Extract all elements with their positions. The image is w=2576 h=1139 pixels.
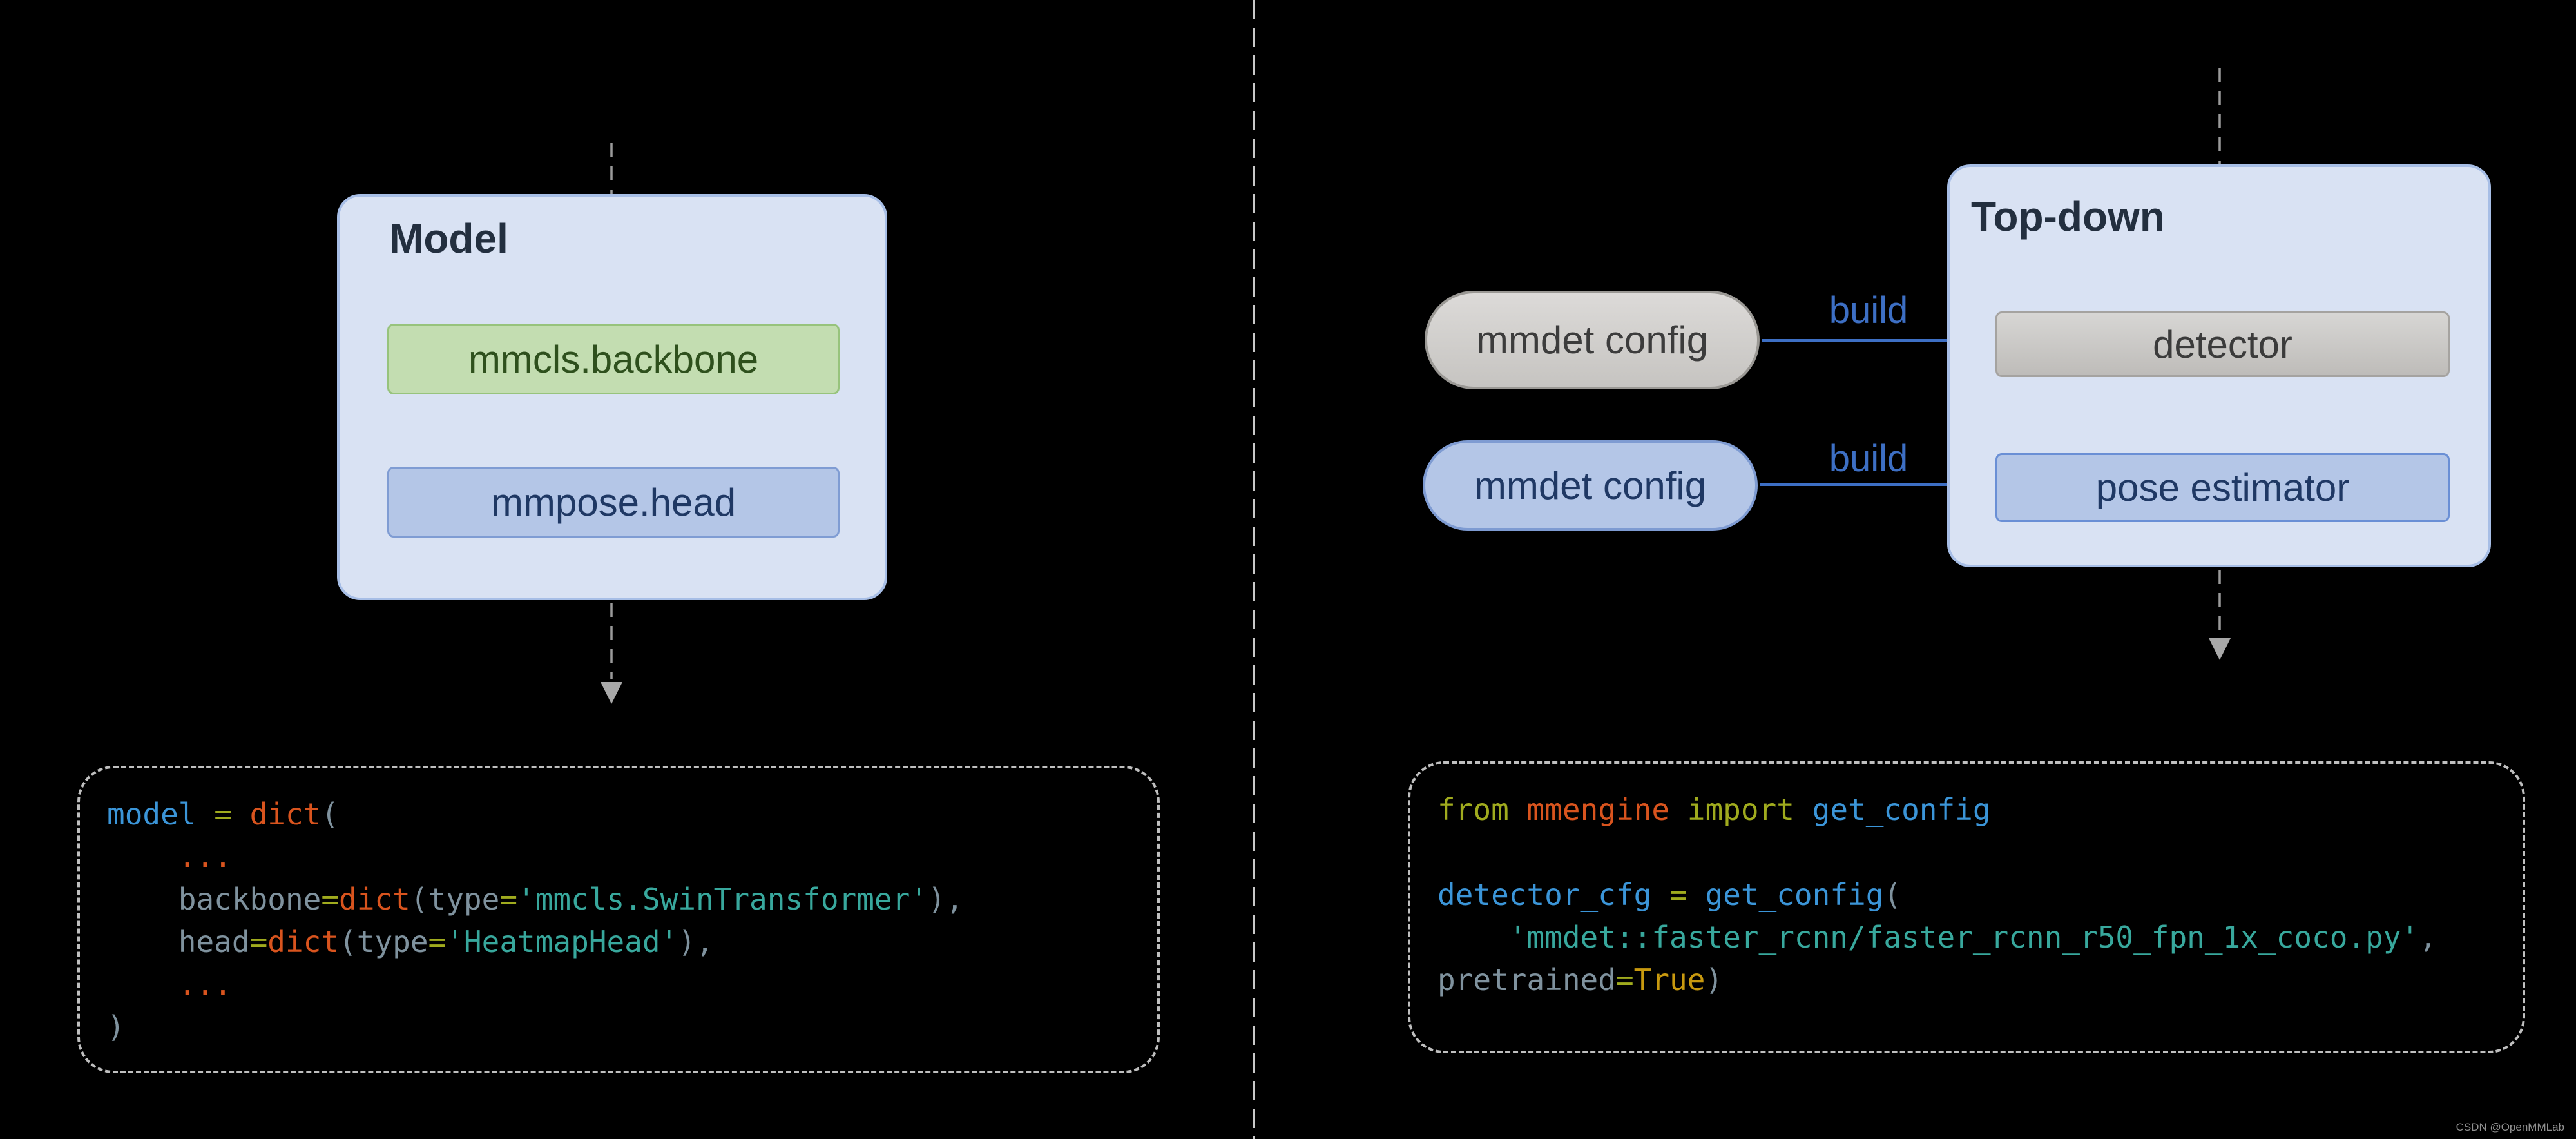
- left-arrowhead-output: [601, 682, 622, 704]
- watermark-text: CSDN @OpenMMLab: [2456, 1121, 2564, 1133]
- pose-estimator-node: pose estimator: [1995, 453, 2450, 522]
- head-node: mmpose.head: [387, 467, 840, 538]
- head-node-label: mmpose.head: [490, 480, 736, 524]
- code-line: pretrained=True): [1437, 962, 1724, 997]
- topdown-title: Top-down: [1971, 193, 2165, 240]
- build-label-bottom: build: [1829, 438, 1908, 480]
- model-title: Model: [389, 215, 508, 262]
- code-line: ...: [178, 967, 232, 1002]
- mmdet-config-pill-blue-label: mmdet config: [1474, 463, 1707, 507]
- code-line: head=dict(type='HeatmapHead'),: [178, 924, 714, 959]
- code-line: model = dict(: [107, 797, 340, 832]
- model-config-code-block: model = dict( ... backbone=dict(type='mm…: [77, 766, 1160, 1073]
- detector-config-code-block: from mmengine import get_config detector…: [1408, 761, 2525, 1053]
- backbone-node: mmcls.backbone: [387, 324, 840, 394]
- detector-node-label: detector: [2153, 322, 2292, 366]
- mmdet-config-pill-blue: mmdet config: [1423, 440, 1758, 531]
- code-line: ): [107, 1009, 125, 1044]
- model-container: Model mmcls.backbone mmpose.head: [337, 194, 887, 600]
- pose-estimator-node-label: pose estimator: [2095, 466, 2350, 509]
- code-line: backbone=dict(type='mmcls.SwinTransforme…: [178, 882, 964, 917]
- code-line: ...: [178, 839, 232, 874]
- detector-node: detector: [1995, 311, 2450, 377]
- topdown-container: Top-down detector pose estimator: [1947, 164, 2491, 567]
- mmdet-config-pill-gray: mmdet config: [1425, 291, 1760, 389]
- build-label-top: build: [1829, 289, 1908, 331]
- code-line: [1437, 831, 2523, 873]
- mmdet-config-pill-gray-label: mmdet config: [1475, 318, 1709, 362]
- backbone-node-label: mmcls.backbone: [468, 337, 759, 381]
- code-line: 'mmdet::faster_rcnn/faster_rcnn_r50_fpn_…: [1508, 920, 2437, 955]
- right-arrowhead-output: [2209, 638, 2231, 660]
- code-line: from mmengine import get_config: [1437, 792, 1991, 827]
- code-line: detector_cfg = get_config(: [1437, 877, 1902, 912]
